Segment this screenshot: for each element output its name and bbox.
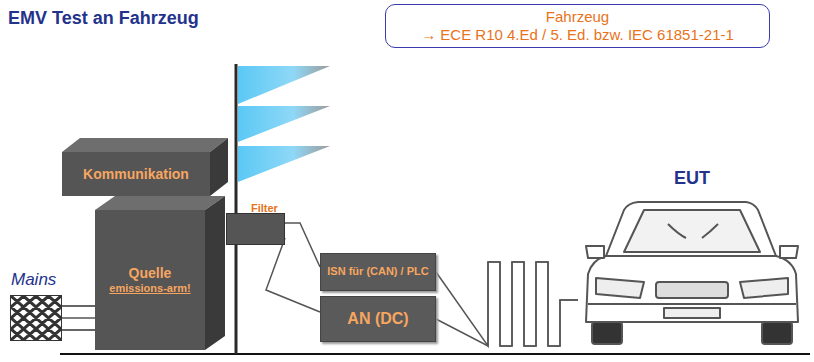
mains-symbol <box>11 296 61 340</box>
filter-box: Filter <box>226 213 285 245</box>
network-box: AN (DC) <box>320 296 436 342</box>
page-title: EMV Test an Fahrzeug <box>8 8 199 29</box>
node-label: → ECE R10 4.Ed / 5. Ed. bzw. IEC 61851-2… <box>394 26 761 44</box>
node-label: AN (DC) <box>347 309 408 328</box>
box-top-face <box>95 196 225 210</box>
antenna-flag <box>238 106 330 142</box>
cable-connector <box>436 262 578 346</box>
car-drawing <box>578 194 806 354</box>
ground-line <box>60 353 810 355</box>
cable-connector <box>266 238 320 312</box>
vehicle-eut: EUT <box>578 168 806 354</box>
mains-box: Mains <box>10 295 62 341</box>
antenna-flag <box>238 146 330 182</box>
node-label: Kommunikation <box>83 166 189 183</box>
communication-box: Kommunikation <box>62 152 210 196</box>
node-label: Filter <box>251 202 278 215</box>
antenna-mast <box>235 64 238 354</box>
cable-connector <box>62 317 95 319</box>
mains-wire <box>62 305 95 307</box>
box-side-face <box>210 138 228 196</box>
node-label: ISN für (CAN) / PLC <box>327 265 428 278</box>
node-label: emissions-arm! <box>109 282 190 295</box>
isn-box: ISN für (CAN) / PLC <box>320 253 436 291</box>
node-label: Quelle <box>129 265 172 282</box>
node-label: Fahrzeug <box>394 8 761 26</box>
box-side-face <box>205 196 225 350</box>
cable-connector <box>285 223 320 267</box>
standard-box: Fahrzeug→ ECE R10 4.Ed / 5. Ed. bzw. IEC… <box>385 4 770 48</box>
antenna-flag <box>238 66 330 104</box>
node-label: EUT <box>578 168 806 190</box>
mains-wire <box>62 329 95 331</box>
box-top-face <box>62 138 228 152</box>
node-label: Mains <box>11 270 56 290</box>
cable-connector <box>436 262 578 346</box>
source-box: Quelleemissions-arm! <box>95 210 205 350</box>
